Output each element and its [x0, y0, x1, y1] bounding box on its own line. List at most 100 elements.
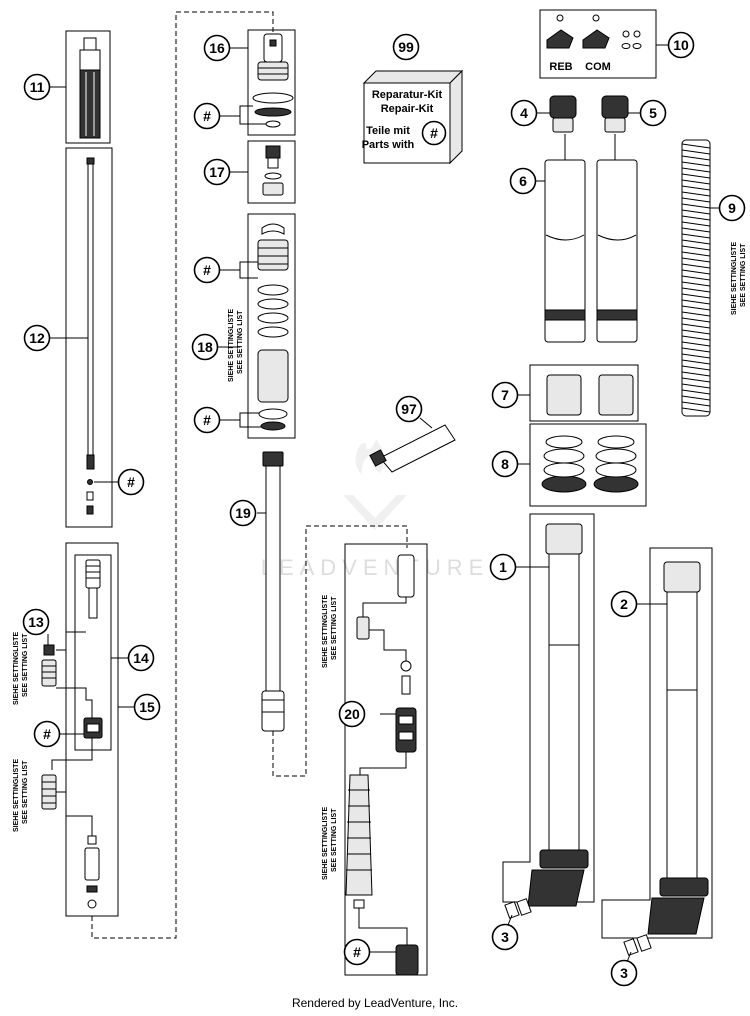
- svg-text:Parts with: Parts with: [362, 139, 415, 151]
- callout-9[interactable]: 9: [718, 194, 746, 222]
- setting-list-label-9: SIEHE SETTINGLISTE SEE SETTING LIST: [731, 242, 747, 315]
- setting-list-label-2: SIEHE SETTINGLISTE SEE SETTING LIST: [13, 759, 29, 832]
- svg-text:3: 3: [620, 965, 628, 981]
- callout-hash-99[interactable]: #: [421, 120, 447, 146]
- part-18-mid-valve: [257, 223, 289, 431]
- svg-text:SEE SETTING LIST: SEE SETTING LIST: [22, 633, 29, 697]
- svg-text:COM: COM: [585, 61, 611, 73]
- svg-text:SEE SETTING LIST: SEE SETTING LIST: [331, 596, 338, 660]
- svg-text:6: 6: [519, 173, 527, 189]
- callout-97[interactable]: 97: [395, 395, 423, 423]
- part-19-cartridge-tube: [261, 451, 285, 732]
- callout-13[interactable]: 13: [22, 608, 50, 636]
- callout-4[interactable]: 4: [510, 99, 538, 127]
- part-1-box: [502, 513, 595, 903]
- svg-text:REB: REB: [549, 61, 572, 73]
- callout-1[interactable]: 1: [489, 553, 517, 581]
- callout-17[interactable]: 17: [203, 158, 231, 186]
- svg-text:#: #: [353, 944, 361, 960]
- callout-10[interactable]: 10: [667, 31, 695, 59]
- part-12-piston-rod: [86, 157, 95, 515]
- svg-text:Reparatur-Kit: Reparatur-Kit: [372, 89, 443, 101]
- part-99-repair-kit-box: Reparatur-Kit Repair-Kit Teile mit Parts…: [362, 69, 464, 165]
- callout-3a[interactable]: 3: [491, 923, 519, 951]
- svg-text:SEE SETTING LIST: SEE SETTING LIST: [237, 310, 244, 374]
- callout-3b[interactable]: 3: [610, 959, 638, 987]
- svg-text:SIEHE SETTINGLISTE: SIEHE SETTINGLISTE: [322, 595, 329, 668]
- svg-text:12: 12: [29, 330, 45, 346]
- svg-text:SEE SETTING LIST: SEE SETTING LIST: [22, 760, 29, 824]
- part-18-box: [247, 213, 296, 439]
- part-97-grease-tube: [369, 424, 456, 473]
- callout-hash-12[interactable]: #: [117, 468, 145, 496]
- callout-20[interactable]: 20: [338, 700, 366, 728]
- svg-text:Repair-Kit: Repair-Kit: [381, 103, 434, 115]
- svg-text:14: 14: [133, 650, 149, 666]
- svg-text:5: 5: [649, 105, 657, 121]
- svg-text:11: 11: [30, 79, 45, 95]
- part-8-box: [529, 423, 647, 507]
- callout-hash-20[interactable]: #: [343, 938, 371, 966]
- svg-text:SIEHE SETTINGLISTE: SIEHE SETTINGLISTE: [13, 759, 20, 832]
- cartridge-connector-dashed: [272, 525, 408, 777]
- callout-11[interactable]: 11: [23, 73, 51, 101]
- setting-list-label-1: SIEHE SETTINGLISTE SEE SETTING LIST: [13, 632, 29, 705]
- svg-text:4: 4: [520, 105, 528, 121]
- svg-text:SIEHE SETTINGLISTE: SIEHE SETTINGLISTE: [731, 242, 738, 315]
- svg-text:3: 3: [501, 929, 509, 945]
- callout-12[interactable]: 12: [23, 324, 51, 352]
- svg-text:#: #: [203, 108, 211, 124]
- part-16-box: [247, 29, 296, 136]
- part-8-seals: [541, 435, 639, 493]
- callout-7[interactable]: 7: [491, 381, 519, 409]
- part-20-base-valve: [345, 554, 419, 976]
- svg-text:#: #: [127, 474, 135, 490]
- callout-14[interactable]: 14: [127, 644, 155, 672]
- svg-text:SEE SETTING LIST: SEE SETTING LIST: [331, 808, 338, 872]
- svg-text:#: #: [203, 262, 211, 278]
- svg-text:15: 15: [139, 699, 155, 715]
- callout-6[interactable]: 6: [509, 167, 537, 195]
- svg-text:18: 18: [197, 339, 213, 355]
- svg-text:#: #: [43, 726, 51, 742]
- part-1-outer-tube: [527, 523, 589, 907]
- callout-19[interactable]: 19: [229, 499, 257, 527]
- setting-list-label-20a: SIEHE SETTINGLISTE SEE SETTING LIST: [322, 595, 338, 668]
- svg-text:13: 13: [28, 614, 44, 630]
- svg-text:99: 99: [398, 39, 414, 55]
- svg-text:SIEHE SETTINGLISTE: SIEHE SETTINGLISTE: [322, 807, 329, 880]
- lower-shim-stack: [41, 774, 57, 810]
- svg-text:97: 97: [401, 401, 417, 417]
- footer-credit: Rendered by LeadVenture, Inc.: [291, 996, 459, 1010]
- callout-99[interactable]: 99: [392, 33, 420, 61]
- callout-2[interactable]: 2: [610, 590, 638, 618]
- callout-16[interactable]: 16: [203, 34, 231, 62]
- watermark-text: LEADVENTURE: [261, 555, 490, 580]
- callout-15[interactable]: 15: [133, 693, 161, 721]
- svg-text:1: 1: [499, 559, 507, 575]
- callout-hash-14[interactable]: #: [33, 720, 61, 748]
- svg-text:SEE SETTING LIST: SEE SETTING LIST: [740, 243, 747, 307]
- part-9-spring: [681, 139, 711, 417]
- svg-text:Teile mit: Teile mit: [366, 125, 410, 137]
- svg-text:9: 9: [728, 200, 736, 216]
- part-10-box: [539, 9, 657, 79]
- part-16-top-cap: [252, 33, 294, 128]
- assembly-connector-dashed: [91, 11, 274, 939]
- callout-hash-18a[interactable]: #: [193, 256, 221, 284]
- setting-list-label-18: SIEHE SETTINGLISTE SEE SETTING LIST: [228, 309, 244, 382]
- part-10-adjuster-parts: REB COM: [546, 14, 642, 73]
- part-3-bolts-a: [504, 898, 532, 919]
- callout-hash-16[interactable]: #: [193, 102, 221, 130]
- part-4-cap-reb: [549, 95, 577, 133]
- callout-hash-18b[interactable]: #: [193, 406, 221, 434]
- part-7-box: [529, 364, 639, 422]
- callout-18[interactable]: 18: [191, 333, 219, 361]
- callout-8[interactable]: 8: [491, 450, 519, 478]
- part-7-bushings: [546, 374, 634, 416]
- callout-5[interactable]: 5: [639, 99, 667, 127]
- leadventure-watermark-logo: [343, 439, 407, 530]
- svg-text:2: 2: [620, 596, 628, 612]
